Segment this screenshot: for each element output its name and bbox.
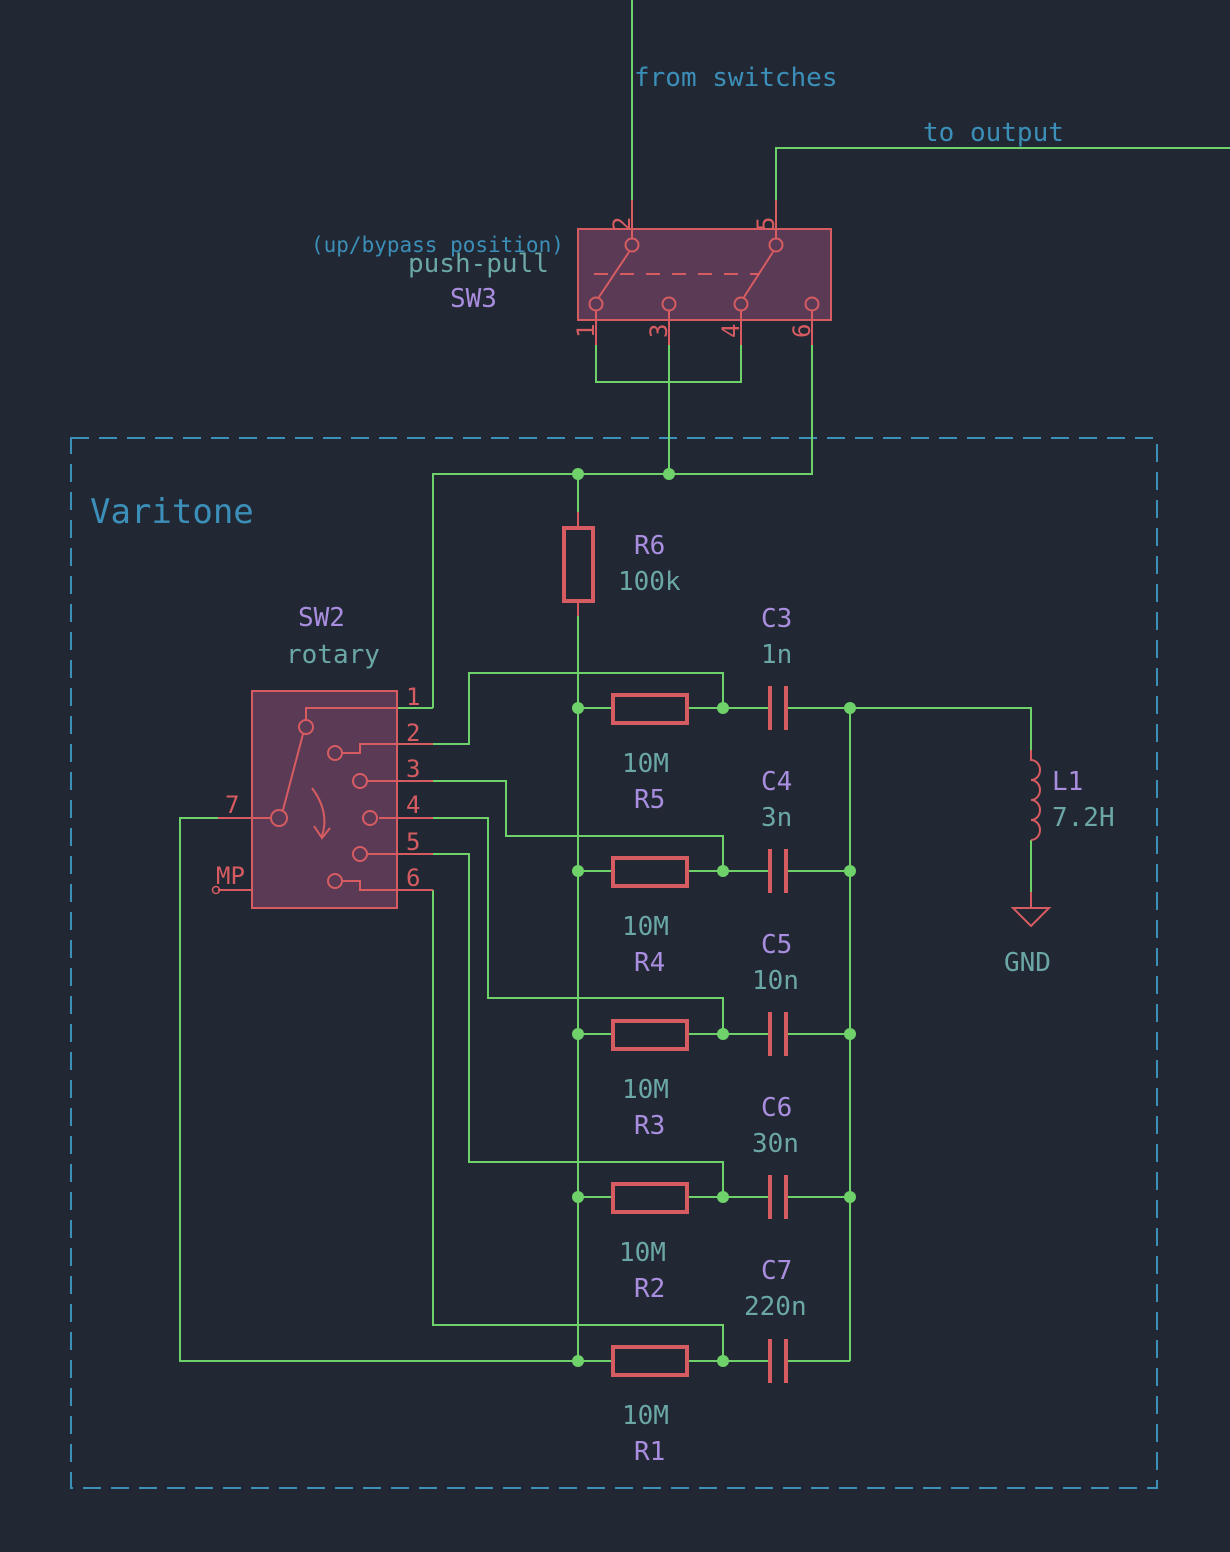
sw3-pin-2: 2 — [608, 217, 636, 231]
sw3-pin-4: 4 — [717, 324, 745, 338]
r1-value: 10M — [622, 1401, 669, 1431]
r2-value: 10M — [619, 1238, 666, 1268]
inductor-l1[interactable] — [1030, 750, 1041, 841]
wire-to-output — [775, 147, 1230, 200]
resistor-r3[interactable] — [611, 1019, 689, 1051]
c4-ref: C4 — [761, 767, 792, 797]
r5-ref: R5 — [634, 785, 665, 815]
wire-top-bus — [432, 345, 813, 708]
bypass-position-note: (up/bypass position) — [311, 233, 564, 257]
sw3-pin-3: 3 — [645, 324, 673, 338]
sw2-value: rotary — [286, 640, 380, 670]
sw2-pin-3: 3 — [406, 755, 420, 783]
r4-ref: R4 — [634, 948, 665, 978]
wires — [179, 0, 1230, 1362]
r3-value: 10M — [622, 1075, 669, 1105]
wire-sw2-4 — [433, 817, 724, 1034]
capacitor-c4[interactable] — [768, 849, 788, 893]
c6-ref: C6 — [761, 1093, 792, 1123]
ground-symbol[interactable] — [1010, 892, 1052, 928]
wire-to-l1 — [850, 707, 1032, 750]
resistor-r2[interactable] — [611, 1182, 689, 1214]
c6-value: 30n — [752, 1129, 799, 1159]
junctions — [572, 468, 856, 1367]
c4-value: 3n — [761, 803, 792, 833]
gnd-label: GND — [1004, 948, 1051, 978]
r5-value: 10M — [622, 749, 669, 779]
wire-sw2-5 — [433, 853, 724, 1197]
capacitor-c3[interactable] — [768, 686, 788, 730]
sw3-pin-1: 1 — [572, 324, 600, 338]
sw3-ref: SW3 — [450, 284, 497, 314]
sw2-ref: SW2 — [298, 603, 345, 633]
sw3-value: push-pull — [408, 249, 549, 279]
varitone-sheet-border — [70, 437, 1158, 1489]
c5-value: 10n — [752, 966, 799, 996]
sw3-pin-5: 5 — [752, 217, 780, 231]
r6-resistor[interactable] — [562, 512, 595, 616]
c7-ref: C7 — [761, 1256, 792, 1286]
sw3-pin-6: 6 — [788, 324, 816, 338]
r6-value: 100k — [618, 567, 681, 597]
sw2-pin-1: 1 — [406, 683, 420, 711]
sw2-pin-mp: MP — [216, 862, 245, 890]
wire-sw2-3 — [433, 780, 724, 871]
sw2-pin-7: 7 — [225, 791, 239, 819]
capacitor-c5[interactable] — [768, 1012, 788, 1056]
sw2-pin-4: 4 — [406, 791, 420, 819]
sw2-rotary-switch[interactable]: 1 2 3 4 5 6 7 MP — [211, 683, 434, 909]
c5-ref: C5 — [761, 930, 792, 960]
wire-sw2-2 — [433, 672, 724, 745]
r6-ref: R6 — [634, 531, 665, 561]
r1-ref: R1 — [634, 1437, 665, 1467]
resistor-r1[interactable] — [611, 1345, 689, 1377]
sw2-pin-2: 2 — [406, 719, 420, 747]
r3-ref: R3 — [634, 1111, 665, 1141]
resistor-r4[interactable] — [611, 856, 689, 888]
l1-value: 7.2H — [1052, 803, 1115, 833]
r4-value: 10M — [622, 912, 669, 942]
c7-value: 220n — [744, 1292, 807, 1322]
wire-sw2-6 — [432, 890, 724, 1361]
r2-ref: R2 — [634, 1274, 665, 1304]
sheet-title: Varitone — [90, 492, 254, 532]
l1-ref: L1 — [1052, 767, 1083, 797]
resistor-r5[interactable] — [611, 693, 689, 725]
to-output-label: to output — [923, 118, 1064, 148]
sw3-push-pull-switch[interactable]: 2 5 1 3 4 6 — [572, 200, 832, 345]
capacitor-c7[interactable] — [768, 1339, 788, 1383]
sw2-pin-6: 6 — [406, 864, 420, 892]
c3-value: 1n — [761, 640, 792, 670]
from-switches-label: from switches — [634, 63, 838, 93]
wire-sw2-7 — [179, 817, 578, 1362]
capacitor-c6[interactable] — [768, 1175, 788, 1219]
sw2-pin-5: 5 — [406, 828, 420, 856]
c3-ref: C3 — [761, 604, 792, 634]
